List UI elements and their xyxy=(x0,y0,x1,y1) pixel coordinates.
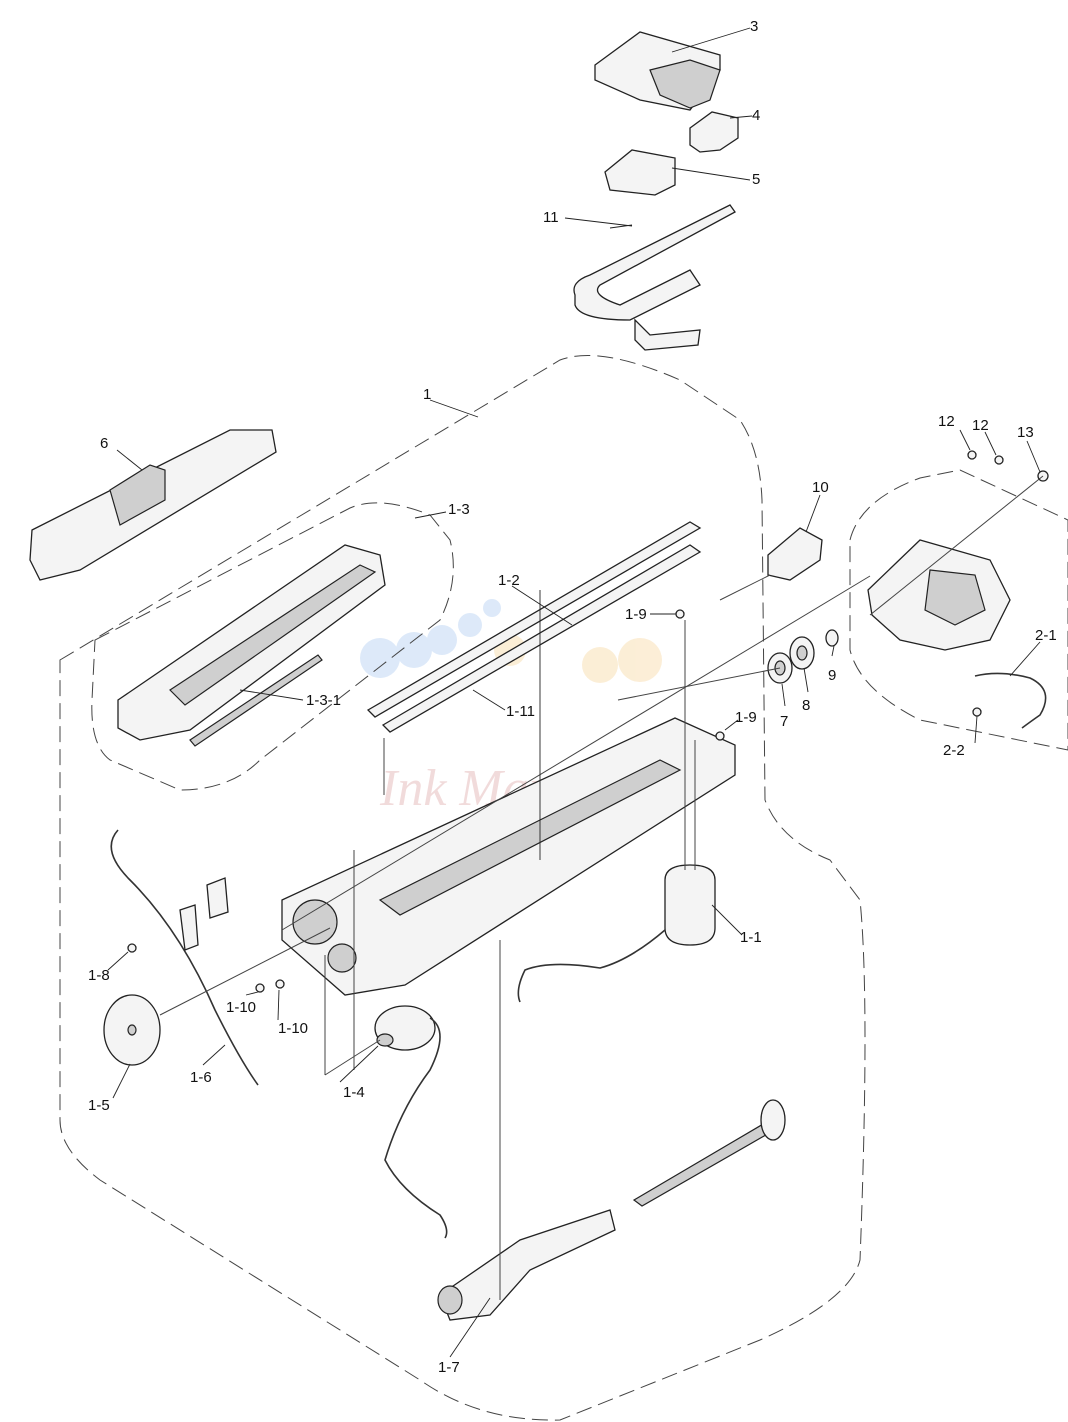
callout-1-10-left: 1-10 xyxy=(226,999,256,1016)
part-2-maintenance-unit xyxy=(867,539,1011,651)
part-1-9-screw-b xyxy=(715,731,725,741)
part-1-8-screw xyxy=(127,943,137,953)
part-roller-shaft xyxy=(632,1099,786,1207)
part-1-4-cable xyxy=(384,1017,448,1239)
assembly-lines xyxy=(159,475,1044,1300)
callout-1-8: 1-8 xyxy=(88,967,110,984)
callout-labels: 3 4 5 11 6 1 1-3 1-3-1 1-2 1-11 1-9 1-9 … xyxy=(88,18,1057,1376)
part-12-screw-b xyxy=(994,455,1004,465)
part-4-bracket xyxy=(689,111,739,153)
part-9-washer xyxy=(825,629,839,647)
part-5-holder xyxy=(604,149,676,196)
assembly-1-3-boundary xyxy=(91,502,454,791)
part-1-2-rail xyxy=(366,521,702,733)
callout-7: 7 xyxy=(780,713,788,730)
part-1-1-cable xyxy=(517,929,666,1003)
callout-13: 13 xyxy=(1017,424,1034,441)
part-1-10-screw-a xyxy=(255,983,265,993)
callout-1: 1 xyxy=(423,386,431,403)
part-10-clutch xyxy=(767,527,823,581)
part-1-main-frame xyxy=(281,717,736,996)
part-6-paper-guide xyxy=(29,429,277,581)
assembly-2-boundary xyxy=(849,469,1068,751)
part-2-1-cable xyxy=(974,672,1047,729)
callout-1-10-right: 1-10 xyxy=(278,1020,308,1037)
callout-9: 9 xyxy=(828,667,836,684)
leader-lines xyxy=(107,27,1041,1358)
callout-12-left: 12 xyxy=(938,413,955,430)
part-8-gear xyxy=(789,636,815,670)
part-1-6-cable xyxy=(110,829,259,1086)
part-12-screw-a xyxy=(967,450,977,460)
callout-5: 5 xyxy=(752,171,760,188)
part-1-10-screw-b xyxy=(275,979,285,989)
callout-1-3: 1-3 xyxy=(448,501,470,518)
callout-1-2: 1-2 xyxy=(498,572,520,589)
part-3-cover xyxy=(594,31,721,111)
callout-11: 11 xyxy=(543,209,559,226)
callout-1-3-1: 1-3-1 xyxy=(306,692,341,709)
part-1-6-sensor xyxy=(179,877,229,951)
callout-10: 10 xyxy=(812,479,829,496)
callout-1-9-top: 1-9 xyxy=(625,606,647,623)
callout-1-4: 1-4 xyxy=(343,1084,365,1101)
callout-1-1: 1-1 xyxy=(740,929,762,946)
callout-1-6: 1-6 xyxy=(190,1069,212,1086)
part-1-4-motor xyxy=(374,1005,436,1051)
callout-8: 8 xyxy=(802,697,810,714)
callout-1-9-right: 1-9 xyxy=(735,709,757,726)
callout-4: 4 xyxy=(752,107,760,124)
callout-1-5: 1-5 xyxy=(88,1097,110,1114)
part-1-3-1-rod xyxy=(189,654,323,747)
part-11-flat-cable xyxy=(573,204,736,351)
part-1-3-guide-assembly xyxy=(117,544,386,741)
callout-6: 6 xyxy=(100,435,108,452)
part-1-7-pickup-assembly xyxy=(437,1209,616,1321)
callout-1-7: 1-7 xyxy=(438,1359,460,1376)
part-2-2-screw xyxy=(972,707,982,717)
callout-2-2: 2-2 xyxy=(943,742,965,759)
callout-3: 3 xyxy=(750,18,758,35)
callout-12-right: 12 xyxy=(972,417,989,434)
assembly-1-boundary xyxy=(59,355,866,1421)
callout-2-1: 2-1 xyxy=(1035,627,1057,644)
part-1-5-encoder-disc xyxy=(103,994,161,1066)
part-1-1-motor xyxy=(664,864,716,946)
callout-1-11: 1-11 xyxy=(506,703,535,720)
part-1-9-screw-a xyxy=(675,609,685,619)
